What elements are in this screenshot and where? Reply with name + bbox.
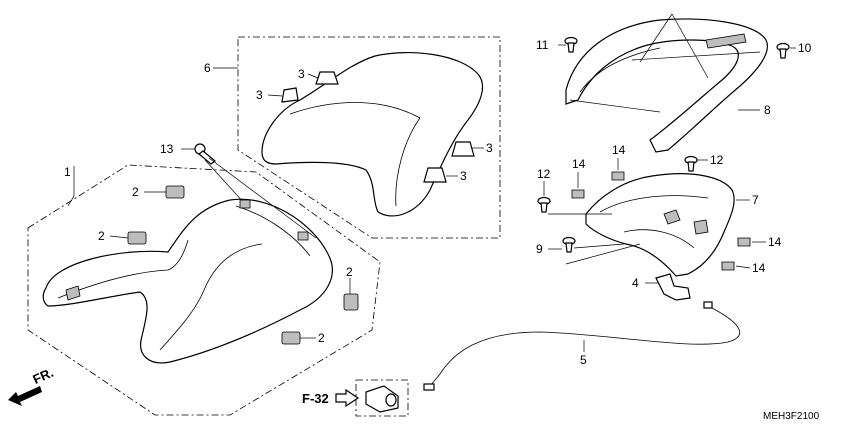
clip bbox=[721, 261, 735, 271]
grommet bbox=[165, 185, 185, 199]
callout-4: 4 bbox=[632, 276, 639, 290]
callout-2: 2 bbox=[132, 185, 139, 199]
seat-bracket bbox=[585, 173, 735, 277]
callout-3: 3 bbox=[298, 67, 305, 81]
cushion bbox=[315, 71, 339, 85]
diagram-code: MEH3F2100 bbox=[763, 411, 820, 422]
callout-8: 8 bbox=[764, 103, 771, 117]
callout-2: 2 bbox=[318, 331, 325, 345]
front-direction-label: FR. bbox=[30, 365, 55, 387]
callout-3: 3 bbox=[486, 141, 493, 155]
seat-latch bbox=[655, 273, 691, 301]
callout-11: 11 bbox=[536, 38, 549, 52]
pillion-seat bbox=[261, 51, 483, 217]
cushion bbox=[451, 141, 475, 157]
key-cylinder bbox=[365, 385, 399, 413]
cushion bbox=[281, 87, 299, 103]
callout-6: 6 bbox=[204, 61, 211, 75]
bolt-12 bbox=[684, 155, 698, 172]
rider-seat bbox=[42, 198, 333, 364]
clip bbox=[611, 171, 625, 181]
clip bbox=[571, 189, 585, 199]
rider-seat-group-outline bbox=[27, 164, 381, 416]
grommet bbox=[343, 293, 359, 311]
reference-label: F-32 bbox=[302, 391, 329, 406]
callout-3: 3 bbox=[460, 169, 467, 183]
cowl-badge bbox=[705, 33, 747, 49]
callout-14: 14 bbox=[612, 143, 626, 157]
bolt-13 bbox=[194, 143, 216, 165]
callout-2: 2 bbox=[98, 229, 105, 243]
clip bbox=[737, 237, 751, 247]
grommet bbox=[281, 331, 301, 345]
callout-13: 13 bbox=[160, 142, 174, 156]
callout-14: 14 bbox=[752, 261, 766, 275]
callout-1: 1 bbox=[64, 165, 71, 179]
callout-12: 12 bbox=[710, 153, 724, 167]
pillion-seat-group-outline bbox=[237, 36, 501, 239]
callout-5: 5 bbox=[580, 353, 587, 367]
bolt-9 bbox=[562, 236, 576, 253]
callout-2: 2 bbox=[346, 265, 353, 279]
rear-cowl bbox=[565, 18, 768, 153]
grommet bbox=[127, 231, 147, 245]
callout-7: 7 bbox=[752, 193, 759, 207]
callout-9: 9 bbox=[536, 242, 543, 256]
callout-14: 14 bbox=[572, 157, 586, 171]
callout-12: 12 bbox=[537, 167, 551, 181]
reference-arrow bbox=[335, 388, 360, 408]
bolt-11 bbox=[564, 36, 578, 53]
callout-10: 10 bbox=[798, 41, 812, 55]
seat-cable bbox=[429, 305, 741, 387]
callout-3: 3 bbox=[256, 88, 263, 102]
bolt-12 bbox=[537, 196, 551, 213]
cushion bbox=[423, 167, 447, 183]
seat-emblem bbox=[65, 285, 81, 301]
bolt-10 bbox=[776, 42, 790, 59]
front-direction-arrow bbox=[8, 386, 42, 406]
callout-14: 14 bbox=[768, 235, 782, 249]
lock-reference-box bbox=[355, 379, 409, 417]
